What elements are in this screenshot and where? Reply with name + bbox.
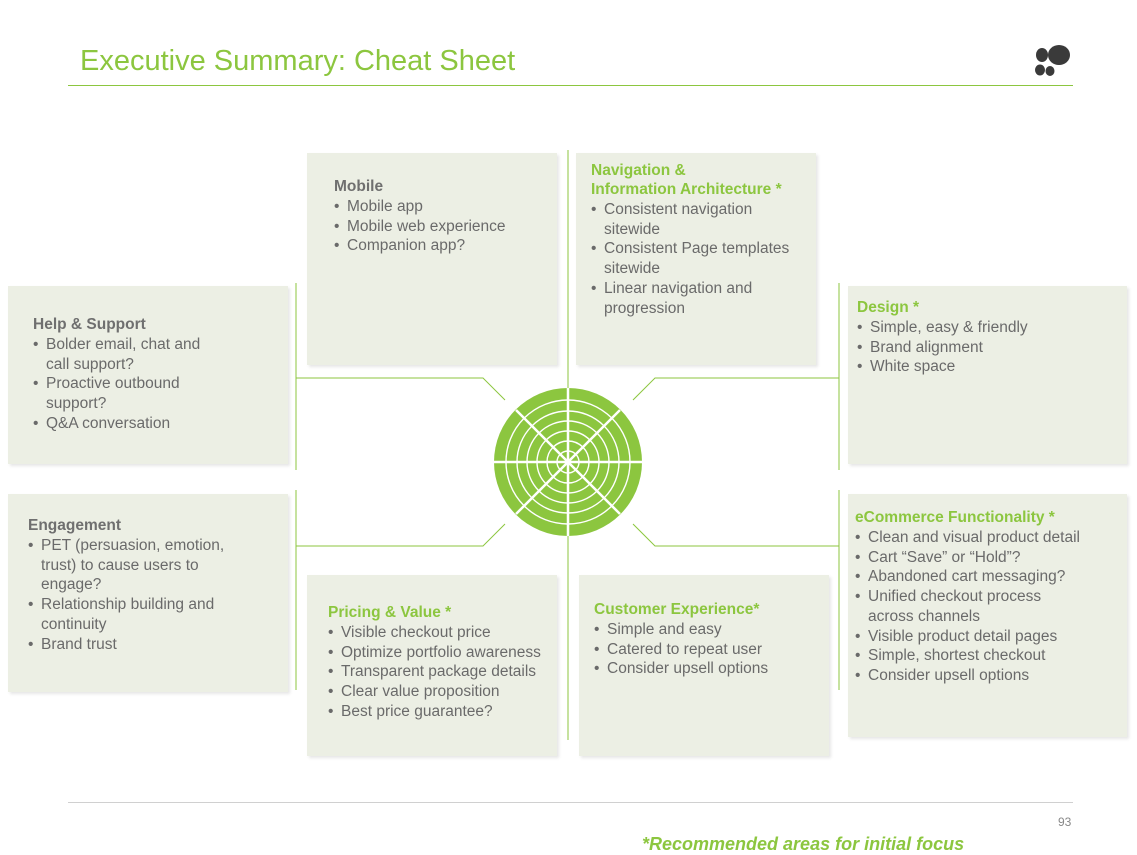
footer-divider xyxy=(68,802,1073,803)
navigation-title: Navigation & Information Architecture * xyxy=(591,161,811,199)
list-item: Best price guarantee? xyxy=(328,702,557,722)
pricing-value-box: Pricing & Value * Visible checkout price… xyxy=(307,575,557,756)
list-item: Mobile app xyxy=(334,197,549,217)
navigation-title-line1: Navigation & xyxy=(591,162,686,179)
design-box: Design * Simple, easy & friendly Brand a… xyxy=(848,286,1127,464)
list-item: Cart “Save” or “Hold”? xyxy=(855,548,1090,568)
help-support-title: Help & Support xyxy=(33,316,146,333)
design-list: Simple, easy & friendly Brand alignment … xyxy=(857,318,1117,377)
list-item: Abandoned cart messaging? xyxy=(855,567,1090,587)
pricing-value-list: Visible checkout price Optimize portfoli… xyxy=(328,623,557,722)
navigation-title-line2: Information Architecture * xyxy=(591,181,782,198)
list-item: Consistent Page templates sitewide xyxy=(591,239,796,278)
list-item: Consider upsell options xyxy=(594,659,826,679)
list-item: Relationship building and continuity xyxy=(28,595,258,634)
list-item: Brand trust xyxy=(28,635,258,655)
page-number: 93 xyxy=(1058,815,1072,829)
list-item: Optimize portfolio awareness xyxy=(328,643,557,663)
list-item: Bolder email, chat and call support? xyxy=(33,335,223,374)
list-item: Proactive outbound support? xyxy=(33,374,223,413)
page-title: Executive Summary: Cheat Sheet xyxy=(80,45,516,77)
customer-experience-title: Customer Experience* xyxy=(594,601,760,618)
footnote: *Recommended areas for initial focus xyxy=(642,834,965,854)
mobile-box: Mobile Mobile app Mobile web experience … xyxy=(307,153,557,365)
engagement-list: PET (persuasion, emotion, trust) to caus… xyxy=(28,536,258,654)
list-item: Clean and visual product detail xyxy=(855,528,1090,548)
pricing-value-title: Pricing & Value * xyxy=(328,604,452,621)
design-title: Design * xyxy=(857,299,920,316)
list-item: Simple and easy xyxy=(594,620,826,640)
ecommerce-title: eCommerce Functionality * xyxy=(855,509,1055,526)
list-item: Transparent package details xyxy=(328,662,557,682)
mobile-title: Mobile xyxy=(334,178,384,195)
list-item: Consistent navigation sitewide xyxy=(591,200,796,239)
list-item: Simple, shortest checkout xyxy=(855,646,1090,666)
title-underline xyxy=(68,85,1073,86)
help-support-box: Help & Support Bolder email, chat and ca… xyxy=(8,286,288,464)
list-item: White space xyxy=(857,357,1117,377)
engagement-title: Engagement xyxy=(28,517,122,534)
ecommerce-box: eCommerce Functionality * Clean and visu… xyxy=(848,494,1127,737)
navigation-box: Navigation & Information Architecture * … xyxy=(576,153,816,365)
customer-experience-list: Simple and easy Catered to repeat user C… xyxy=(594,620,826,679)
list-item: Q&A conversation xyxy=(33,414,223,434)
list-item: Unified checkout process across channels xyxy=(855,587,1090,626)
brand-logo-icon xyxy=(1035,45,1070,76)
ecommerce-list: Clean and visual product detail Cart “Sa… xyxy=(855,528,1090,686)
list-item: PET (persuasion, emotion, trust) to caus… xyxy=(28,536,258,595)
list-item: Linear navigation and progression xyxy=(591,279,796,318)
list-item: Companion app? xyxy=(334,236,549,256)
list-item: Brand alignment xyxy=(857,338,1117,358)
list-item: Mobile web experience xyxy=(334,217,549,237)
customer-experience-box: Customer Experience* Simple and easy Cat… xyxy=(579,575,829,756)
list-item: Catered to repeat user xyxy=(594,640,826,660)
list-item: Simple, easy & friendly xyxy=(857,318,1117,338)
target-wheel-icon xyxy=(494,388,642,536)
list-item: Consider upsell options xyxy=(855,666,1090,686)
mobile-list: Mobile app Mobile web experience Compani… xyxy=(334,197,549,256)
navigation-list: Consistent navigation sitewide Consisten… xyxy=(591,200,796,318)
list-item: Visible product detail pages xyxy=(855,627,1090,647)
help-support-list: Bolder email, chat and call support? Pro… xyxy=(33,335,223,434)
list-item: Visible checkout price xyxy=(328,623,557,643)
engagement-box: Engagement PET (persuasion, emotion, tru… xyxy=(8,494,288,692)
list-item: Clear value proposition xyxy=(328,682,557,702)
